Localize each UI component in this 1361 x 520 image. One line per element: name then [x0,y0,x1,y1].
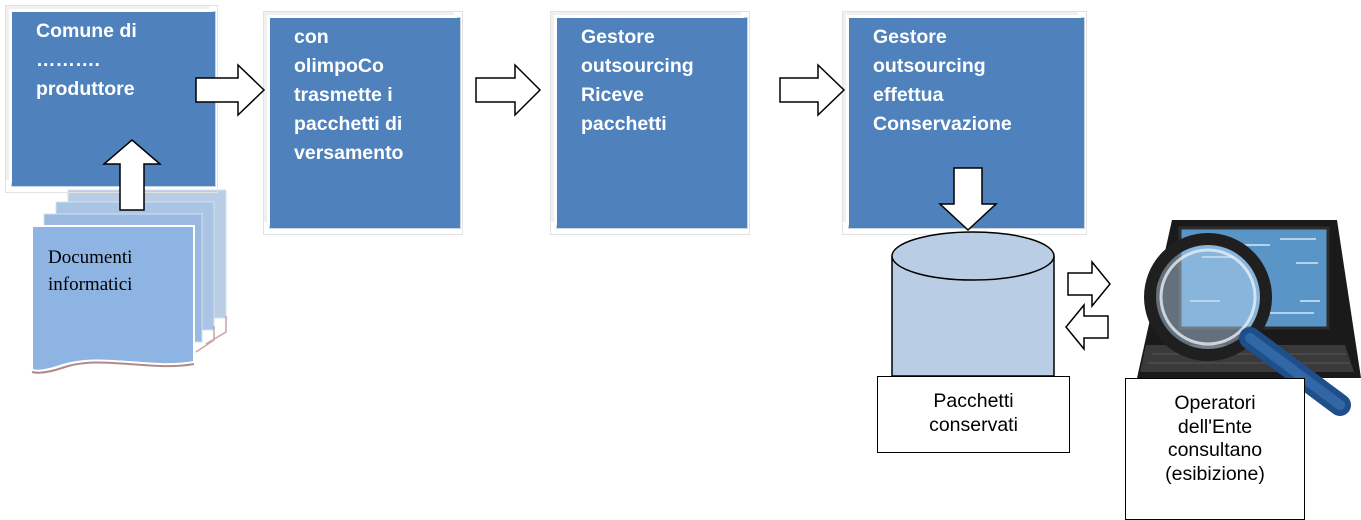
transmit-line-5: versamento [294,142,404,164]
arrow-left-icon [1065,302,1109,352]
arrow-right-icon [1067,259,1111,309]
documents-line-1: Documenti [48,247,133,268]
storage-label: Pacchetti conservati [877,376,1070,453]
conservation-line-3: effettua [873,84,944,106]
process-box-transmit: con olimpoCo trasmette i pacchetti di ve… [263,11,463,235]
operators-label: Operatori dell'Ente consultano (esibizio… [1125,378,1305,520]
storage-line-1: Pacchetti [933,390,1014,412]
database-cylinder-icon [891,231,1055,377]
documents-label: Documenti informatici [48,244,132,298]
arrow-right-icon [475,63,542,117]
conservation-line-1: Gestore [873,26,947,48]
operators-line-3: consultano [1167,439,1263,461]
arrow-right-icon [195,63,266,117]
receive-line-3: Riceve [581,84,644,106]
transmit-line-1: con [294,26,329,48]
transmit-line-2: olimpoCo [294,55,384,77]
conservation-line-4: Conservazione [873,113,1012,135]
receive-line-4: pacchetti [581,113,667,135]
producer-line-2: ………. [36,49,100,71]
arrow-right-icon [779,63,846,117]
storage-line-2: conservati [929,413,1018,436]
receive-line-1: Gestore [581,26,655,48]
operators-line-4: (esibizione) [1165,462,1265,485]
receive-line-2: outsourcing [581,55,694,77]
arrow-down-icon [938,167,998,232]
operators-line-2: dell'Ente [1177,415,1253,438]
transmit-line-3: trasmette i [294,84,393,106]
producer-line-1: Comune di [36,20,137,42]
transmit-line-4: pacchetti di [294,113,403,135]
laptop-magnifier-icon [1137,220,1361,416]
producer-line-3: produttore [36,78,135,100]
conservation-line-2: outsourcing [873,55,986,77]
arrow-up-icon [101,139,163,211]
documents-line-2: informatici [48,274,133,295]
operators-line-1: Operatori [1174,392,1256,414]
